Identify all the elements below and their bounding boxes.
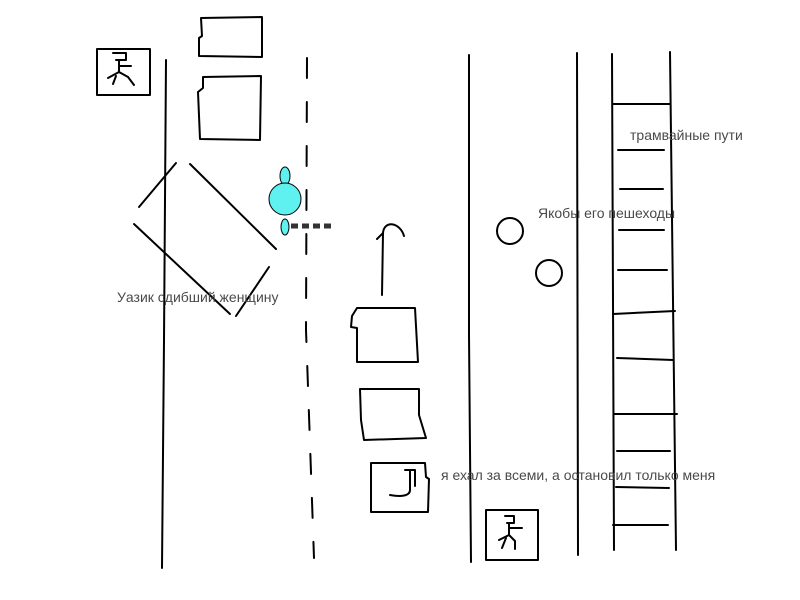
pedestrian-sign-icon — [96, 48, 151, 96]
road-edge-right — [468, 54, 472, 563]
pedestrian-sign-icon — [485, 509, 539, 561]
car-top-1 — [198, 16, 263, 58]
car-top-2 — [197, 75, 262, 141]
label-uaz: Уазик сдибший женщину — [117, 289, 279, 305]
my-car — [370, 462, 430, 513]
my-car-driver-icon — [389, 469, 416, 497]
lane-divider-dashed — [305, 57, 315, 559]
tram-boundary-line — [576, 52, 579, 556]
car-stopped-2 — [359, 388, 427, 441]
pedestrian-1 — [496, 217, 524, 245]
label-my-car: я ехал за всеми, а остановил только меня — [441, 467, 716, 483]
pedestrian-2 — [535, 259, 563, 287]
label-pedestrians: Якобы его пешеходы — [538, 205, 676, 221]
road-edge-left — [161, 59, 167, 569]
u-turn-arrow — [376, 223, 405, 296]
uaz-vehicle — [133, 162, 277, 317]
car-stopped-1 — [350, 307, 419, 363]
label-tram-tracks: трамвайные пути — [630, 127, 743, 143]
tram-tracks — [611, 51, 678, 551]
woman-figure — [268, 166, 331, 236]
